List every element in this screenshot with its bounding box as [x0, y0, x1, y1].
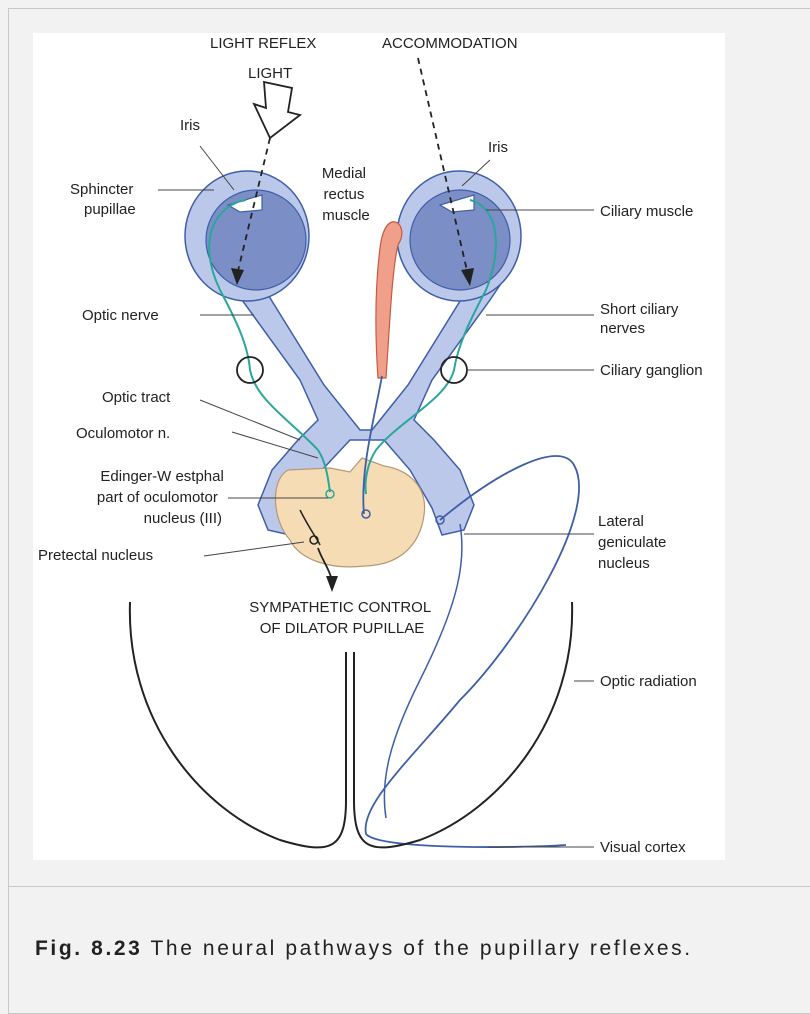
label-medial-rectus: Medial rectus muscle	[322, 165, 370, 224]
figure-image: LIGHT REFLEX ACCOMMODATION LIGHT Iris Ir…	[33, 33, 725, 860]
label-short-ciliary: Short ciliary nerves	[600, 301, 683, 337]
label-optic-tract: Optic tract	[102, 389, 171, 406]
medial-rectus-muscle	[376, 222, 402, 378]
label-ciliary-muscle: Ciliary muscle	[600, 203, 693, 220]
caption-label: Fig. 8.23	[35, 937, 142, 960]
midbrain-nucleus	[275, 458, 424, 567]
label-lateral-geniculate: Lateral geniculate nucleus	[598, 513, 671, 572]
light-arrow-icon	[254, 82, 300, 138]
left-hemisphere-outline	[130, 602, 346, 847]
label-optic-nerve: Optic nerve	[82, 307, 159, 324]
label-iris-right: Iris	[488, 139, 508, 156]
pupillary-reflex-diagram: LIGHT REFLEX ACCOMMODATION LIGHT Iris Ir…	[33, 33, 725, 860]
heading-light: LIGHT	[248, 65, 292, 82]
right-hemisphere-outline	[354, 602, 572, 847]
heading-light-reflex: LIGHT REFLEX	[210, 35, 316, 52]
label-optic-radiation: Optic radiation	[600, 673, 697, 690]
caption-text: The neural pathways of the pupillary ref…	[151, 937, 693, 960]
label-ciliary-ganglion: Ciliary ganglion	[600, 362, 703, 379]
label-pretectal: Pretectal nucleus	[38, 547, 153, 564]
label-edinger-westphal: Edinger-W estphal part of oculomotor nuc…	[97, 468, 228, 527]
label-oculomotor: Oculomotor n.	[76, 425, 170, 442]
label-sympathetic: SYMPATHETIC CONTROL OF DILATOR PUPILLAE	[249, 599, 435, 637]
label-iris-left: Iris	[180, 117, 200, 134]
figure-caption: Fig. 8.23 The neural pathways of the pup…	[35, 937, 693, 961]
label-visual-cortex: Visual cortex	[600, 839, 686, 856]
heading-accommodation: ACCOMMODATION	[382, 35, 518, 52]
caption-divider	[9, 886, 810, 887]
label-sphincter: Sphincter pupillae	[70, 181, 138, 218]
